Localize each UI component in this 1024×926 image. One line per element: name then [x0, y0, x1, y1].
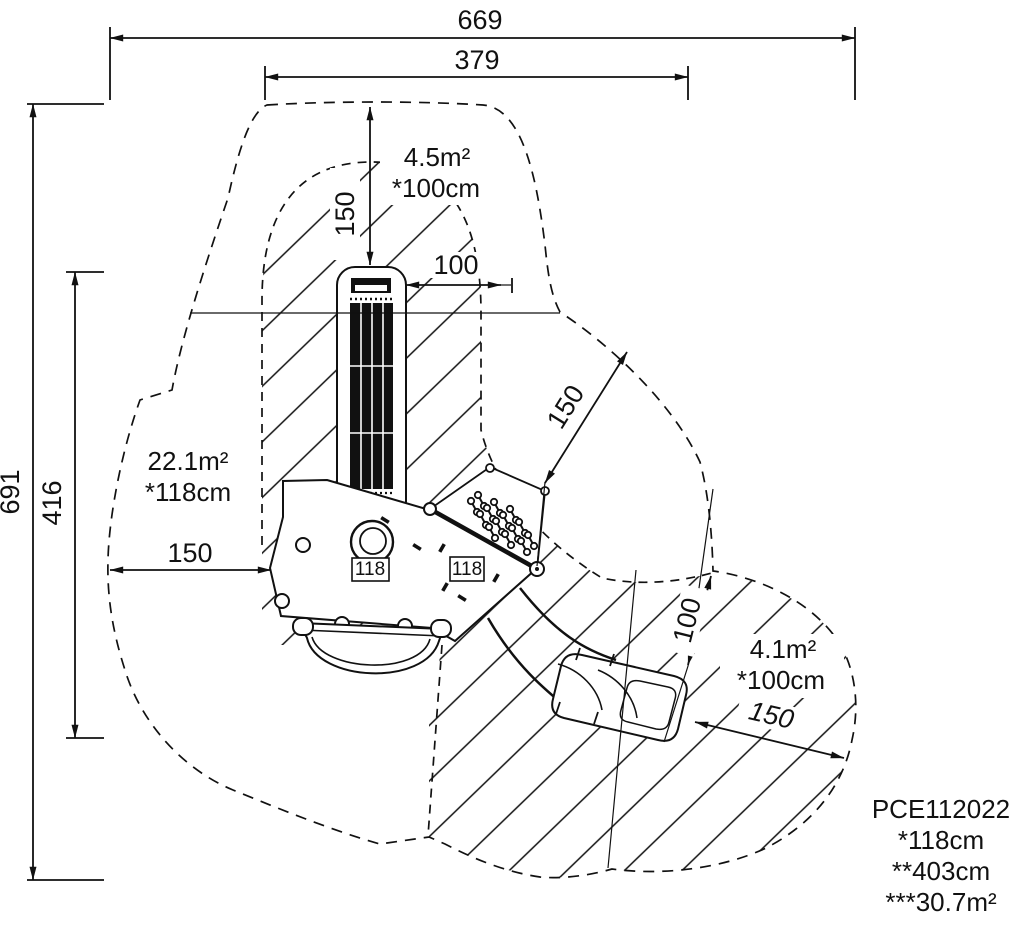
platform-height-tag-tower: 118	[351, 557, 390, 582]
slide	[486, 587, 688, 742]
climbing-arc	[292, 617, 452, 675]
dim-inner-width	[264, 66, 689, 100]
dim-equipment-height-label: 416	[37, 480, 67, 525]
dim-top-clearance-label: 150	[330, 191, 360, 236]
net-footholds	[466, 490, 539, 557]
dim-inner-width-label: 379	[454, 45, 499, 75]
dimensions	[27, 27, 856, 881]
dim-slide-end-clearance	[694, 721, 845, 759]
dim-net-clearance	[544, 351, 628, 484]
dim-overall-width	[109, 27, 856, 100]
zone-slide-surfacing: *100cm	[737, 665, 825, 695]
net-extension-line	[536, 481, 546, 567]
slide-extension-line-2	[607, 569, 637, 869]
platform-height-tag-net: 118	[449, 556, 485, 582]
slide-extension-line	[663, 488, 714, 743]
zone-slide-annotation: 4.1m² *100cm	[720, 634, 844, 698]
zone-overall-surfacing: *118cm	[145, 477, 231, 507]
zone-overall-area: 22.1m²	[148, 446, 229, 476]
equipment	[268, 266, 688, 742]
dim-overall-width-label: 669	[457, 5, 502, 35]
dim-overall-height-label: 691	[0, 469, 25, 514]
zone-tower-surfacing: *100cm	[392, 173, 480, 203]
dim-equipment-height	[66, 271, 104, 739]
zone-tower-annotation: 4.5m² *100cm	[380, 142, 494, 205]
platform-height-tower: 118	[355, 559, 385, 580]
legend-code: PCE112022	[872, 794, 1010, 824]
dim-overall-height	[27, 103, 104, 881]
dim-tower-clearance-label: 100	[433, 250, 478, 280]
legend-total-height: **403cm	[892, 856, 990, 886]
legend-block: PCE112022 *118cm **403cm ***30.7m²	[872, 794, 1010, 917]
zone-tower-area: 4.5m²	[404, 142, 471, 172]
platform-height-net: 118	[452, 559, 482, 580]
climbing-net	[423, 463, 550, 577]
legend-total-area: ***30.7m²	[885, 887, 997, 917]
outer-zone-boundary	[107, 101, 857, 879]
extension-lines	[190, 312, 714, 869]
zone-overall-annotation: 22.1m² *118cm	[145, 446, 231, 507]
zone-slide-area: 4.1m²	[750, 634, 817, 664]
dim-tower-clearance	[405, 278, 513, 293]
slide-end	[551, 653, 688, 742]
legend-fall-height: *118cm	[898, 825, 984, 855]
dim-left-clearance-label: 150	[167, 538, 212, 568]
tower	[336, 266, 407, 520]
labels: 669 379 691 416 150 100 150 150 100 150	[0, 5, 1010, 917]
